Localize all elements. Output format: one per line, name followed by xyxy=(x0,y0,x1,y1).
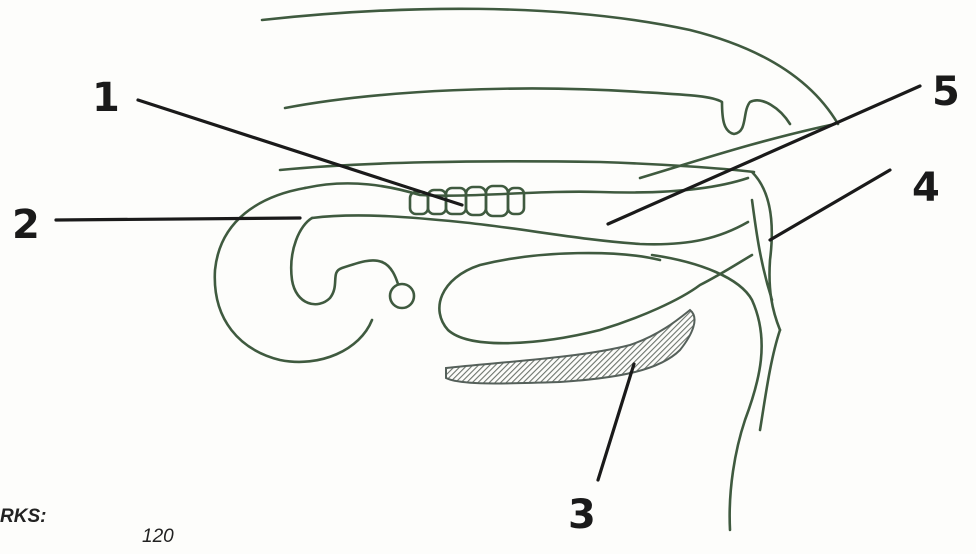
page-code: 120 xyxy=(142,526,174,548)
label-4: 4 xyxy=(912,168,940,208)
tooth-row xyxy=(410,186,524,216)
pointer-3 xyxy=(598,364,634,480)
bulb xyxy=(390,284,414,308)
pharynx-wall xyxy=(752,172,780,330)
throat-curve xyxy=(652,255,762,530)
tongue-lower xyxy=(312,215,748,244)
label-3: 3 xyxy=(568,495,596,535)
label-1: 1 xyxy=(92,78,120,118)
shaded-structure xyxy=(446,310,695,383)
marks-label: RKS: xyxy=(0,506,46,528)
inner-curl xyxy=(291,218,382,304)
top-outline xyxy=(262,9,838,124)
neck-outline xyxy=(760,330,780,430)
pointer-4 xyxy=(770,170,890,240)
nasal-outline xyxy=(285,89,790,134)
pointer-2 xyxy=(56,218,300,220)
pointer-5 xyxy=(608,86,920,224)
label-5: 5 xyxy=(932,72,960,112)
bulb-stem xyxy=(382,262,398,284)
outer-lip-contour xyxy=(215,188,372,362)
label-2: 2 xyxy=(12,205,40,245)
